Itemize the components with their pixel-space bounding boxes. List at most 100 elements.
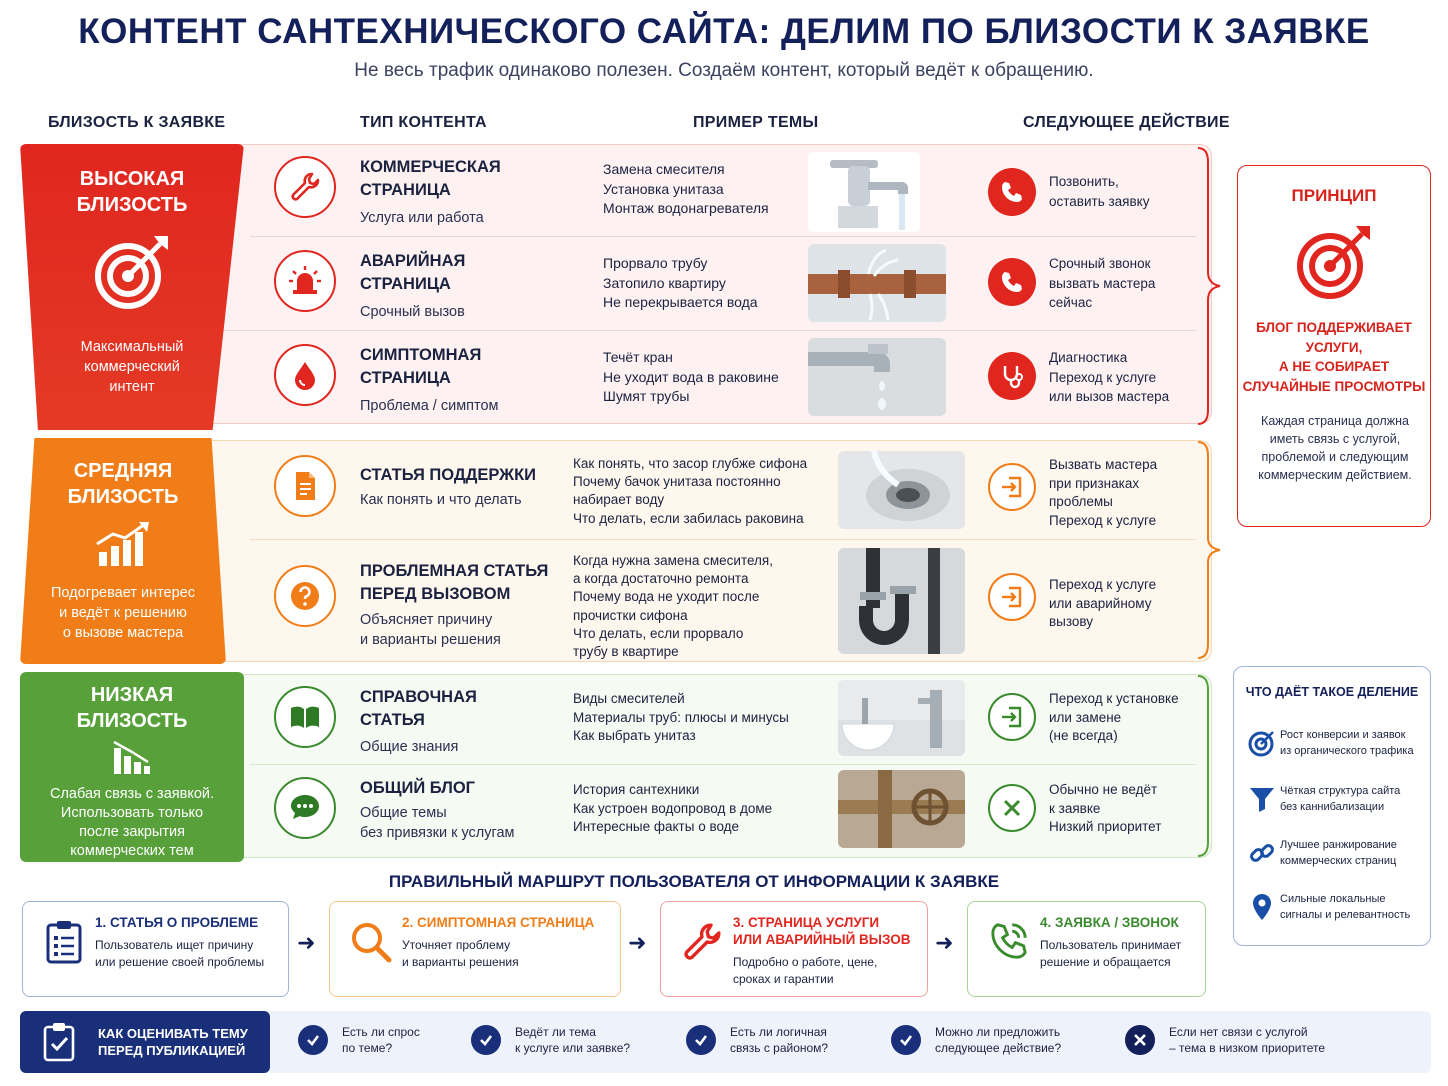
enter-icon xyxy=(988,463,1036,511)
clipboard-check-icon xyxy=(20,1022,98,1062)
content-type-support-article: СТАТЬЯ ПОДДЕРЖКИ Как понять и что делать xyxy=(360,466,537,508)
arrow-right-icon: ➜ xyxy=(297,930,316,955)
medium-proximity-panel xyxy=(198,440,1212,662)
check-icon xyxy=(471,1025,501,1055)
question-icon xyxy=(274,565,336,627)
arrow-right-icon: ➜ xyxy=(628,930,647,955)
location-pin-icon xyxy=(1244,892,1280,922)
chat-icon xyxy=(274,777,336,839)
route-title: ПРАВИЛЬНЫЙ МАРШРУТ ПОЛЬЗОВАТЕЛЯ ОТ ИНФОР… xyxy=(388,872,1000,891)
high-proximity-panel xyxy=(196,144,1212,424)
arrow-right-icon: ➜ xyxy=(935,930,954,955)
checklist-item: Если нет связи с услугой– тема в низком … xyxy=(1125,1024,1325,1056)
row-divider xyxy=(250,764,1196,765)
x-icon xyxy=(1125,1025,1155,1055)
faucet-photo xyxy=(808,152,920,232)
low-proximity-panel xyxy=(232,674,1212,858)
wrench-icon xyxy=(274,156,336,218)
page-title: КОНТЕНТ САНТЕХНИЧЕСКОГО САЙТА: ДЕЛИМ ПО … xyxy=(78,12,1370,51)
document-icon xyxy=(274,455,336,517)
row-divider xyxy=(250,539,1196,540)
principle-title: ПРИНЦИП xyxy=(1291,186,1377,205)
burst-pipe-photo xyxy=(808,244,946,322)
funnel-icon xyxy=(1244,785,1280,813)
phone-icon xyxy=(988,258,1036,306)
benefits-box: ЧТО ДАЁТ ТАКОЕ ДЕЛЕНИЕ Рост конверсии и … xyxy=(1233,666,1431,946)
next-action: Позвонить,оставить заявку xyxy=(1049,174,1150,209)
target-icon xyxy=(1244,728,1280,758)
row-divider xyxy=(250,236,1196,237)
bathroom-sink-photo xyxy=(838,680,965,756)
phone-icon xyxy=(988,168,1036,216)
stethoscope-icon xyxy=(988,352,1036,400)
example-topics: Когда нужна замена смесителя,а когда дос… xyxy=(573,553,773,660)
x-icon xyxy=(988,784,1036,832)
chart-decline-icon xyxy=(112,740,152,781)
enter-icon xyxy=(988,573,1036,621)
check-icon xyxy=(298,1025,328,1055)
target-icon xyxy=(92,232,172,317)
page-subtitle: Не весь трафик одинаково полезен. Создаё… xyxy=(354,60,1094,81)
check-icon xyxy=(891,1025,921,1055)
column-header-proximity: БЛИЗОСТЬ К ЗАЯВКЕ xyxy=(48,114,226,131)
wrench-icon xyxy=(671,914,733,964)
check-icon xyxy=(686,1025,716,1055)
level-description: Слабая связь с заявкой.Использовать толь… xyxy=(49,786,215,859)
brace-low xyxy=(1197,675,1209,857)
brace-medium xyxy=(1197,441,1221,659)
drop-icon xyxy=(274,344,336,406)
column-header-next-action: СЛЕДУЮЩЕЕ ДЕЙСТВИЕ xyxy=(1023,114,1230,131)
dripping-tap-photo xyxy=(808,338,946,416)
old-pipes-photo xyxy=(838,770,965,848)
chart-growth-icon xyxy=(95,522,151,573)
brace-high xyxy=(1197,147,1221,425)
siphon-photo xyxy=(838,548,965,654)
siren-icon xyxy=(274,250,336,312)
clipboard-icon xyxy=(33,914,95,964)
column-header-content-type: ТИП КОНТЕНТА xyxy=(360,114,487,131)
book-icon xyxy=(274,686,336,748)
benefits-title: ЧТО ДАЁТ ТАКОЕ ДЕЛЕНИЕ xyxy=(1245,685,1419,699)
magnifier-icon xyxy=(340,914,402,964)
